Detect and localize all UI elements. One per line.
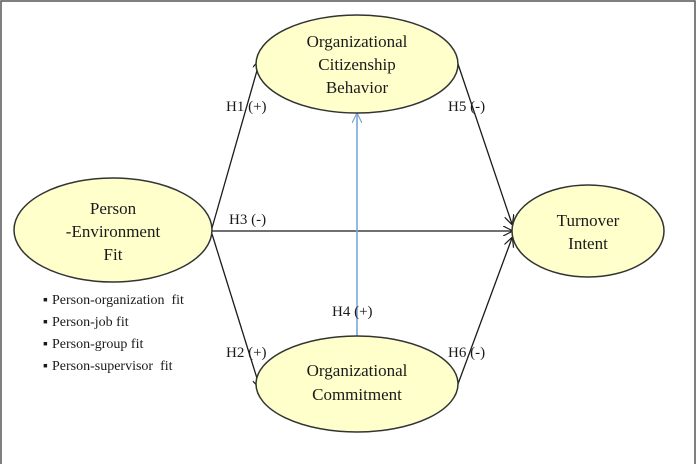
fit-type-list: ▪ Person-organization fit ▪ Person-job f… xyxy=(43,293,184,374)
node-person-environment-fit: Person -Environment Fit xyxy=(13,177,213,283)
node-label-line: Person xyxy=(90,199,137,218)
list-bullet: ▪ xyxy=(43,315,48,330)
label-h6: H6 (-) xyxy=(448,345,485,361)
list-bullet: ▪ xyxy=(43,293,48,308)
list-item: Person-supervisor fit xyxy=(52,359,173,374)
list-bullet: ▪ xyxy=(43,337,48,352)
label-h3: H3 (-) xyxy=(229,212,266,228)
node-label-line: -Environment xyxy=(66,222,161,241)
node-label-line: Commitment xyxy=(312,385,402,404)
list-item: Person-group fit xyxy=(52,337,143,352)
list-item: Person-job fit xyxy=(52,315,129,330)
list-bullet: ▪ xyxy=(43,359,48,374)
node-organizational-commitment: Organizational Commitment xyxy=(255,335,459,433)
node-turnover-intent: Turnover Intent xyxy=(511,184,665,278)
node-label-line: Behavior xyxy=(326,78,389,97)
label-h1: H1 (+) xyxy=(226,99,267,115)
node-label-line: Intent xyxy=(568,234,608,253)
label-h2: H2 (+) xyxy=(226,345,267,361)
node-label-line: Citizenship xyxy=(318,55,395,74)
node-organizational-citizenship-behavior: Organizational Citizenship Behavior xyxy=(255,14,459,114)
node-label-line: Organizational xyxy=(307,361,408,380)
edge-h2 xyxy=(211,233,260,388)
node-label-line: Fit xyxy=(104,245,123,264)
edge-h1 xyxy=(211,60,260,229)
node-label-line: Organizational xyxy=(307,32,408,51)
edge-h6 xyxy=(457,238,512,385)
edge-h5 xyxy=(457,63,512,224)
label-h5: H5 (-) xyxy=(448,99,485,115)
label-h4: H4 (+) xyxy=(332,304,373,320)
list-item: Person-organization fit xyxy=(52,293,184,308)
node-label-line: Turnover xyxy=(557,211,620,230)
